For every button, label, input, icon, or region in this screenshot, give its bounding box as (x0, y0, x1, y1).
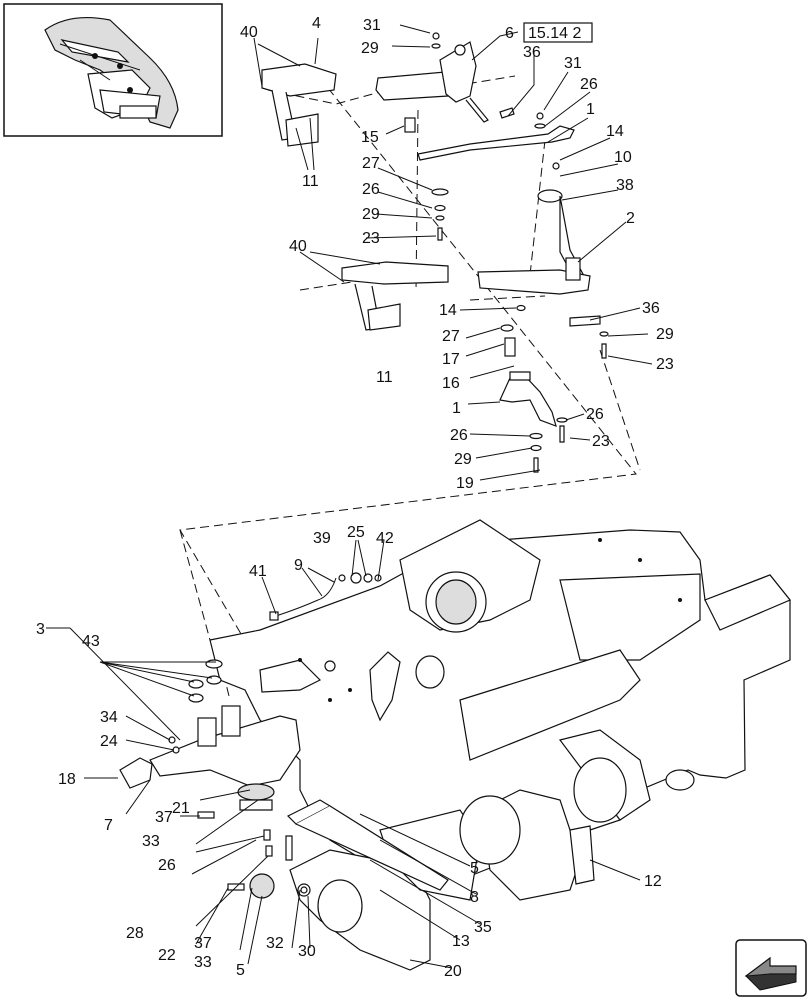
navigation-arrow-icon[interactable] (735, 939, 807, 997)
upper-weldment (261, 41, 489, 147)
callout-10: 10 (614, 149, 632, 166)
assembly-outline (179, 75, 641, 681)
callout-26: 26 (580, 76, 598, 93)
callout-23: 23 (592, 433, 610, 450)
callout-6: 6 (505, 25, 514, 42)
callout-19: 19 (456, 475, 474, 492)
callout-20: 20 (444, 963, 462, 980)
callout-33: 33 (194, 954, 212, 971)
callout-15: 15 (361, 129, 379, 146)
left-bracket (119, 659, 301, 789)
callout-1: 1 (586, 101, 595, 118)
callout-28: 28 (126, 925, 144, 942)
callout-22: 22 (158, 947, 176, 964)
callout-26: 26 (158, 857, 176, 874)
callout-30: 30 (298, 943, 316, 960)
callout-36: 36 (523, 44, 541, 61)
callout-5: 5 (236, 962, 245, 979)
callout-36: 36 (642, 300, 660, 317)
leader-lines (46, 24, 653, 969)
callout-26: 26 (586, 406, 604, 423)
callout-37: 37 (194, 935, 212, 952)
sprockets (197, 783, 449, 899)
callout-38: 38 (616, 177, 634, 194)
lower-bar (499, 371, 557, 427)
callout-39: 39 (313, 530, 331, 547)
callout-16: 16 (442, 375, 460, 392)
callout-23: 23 (656, 356, 674, 373)
callout-27: 27 (362, 155, 380, 172)
main-frame (209, 519, 791, 881)
callout-40: 40 (240, 24, 258, 41)
callout-29: 29 (454, 451, 472, 468)
callout-4: 4 (312, 15, 321, 32)
callout-1: 1 (452, 400, 461, 417)
callout-2: 2 (626, 210, 635, 227)
callout-11: 11 (302, 173, 319, 190)
callout-8: 8 (470, 889, 479, 906)
reference-box (523, 22, 593, 43)
callout-41: 41 (249, 563, 267, 580)
callout-26: 26 (362, 181, 380, 198)
callout-13: 13 (452, 933, 470, 950)
fasteners-upper (404, 32, 560, 241)
callout-12: 12 (644, 873, 662, 890)
callout-42: 42 (376, 530, 394, 547)
callout-29: 29 (361, 40, 379, 57)
reference-box-label: 15.14 2 (528, 25, 581, 42)
callout-32: 32 (266, 935, 284, 952)
callout-21: 21 (172, 800, 190, 817)
upper-bar (417, 125, 585, 279)
callout-17: 17 (442, 351, 460, 368)
callout-24: 24 (100, 733, 118, 750)
callout-11: 11 (376, 369, 393, 386)
callout-27: 27 (442, 328, 460, 345)
callout-29: 29 (656, 326, 674, 343)
callout-35: 35 (474, 919, 492, 936)
callout-43: 43 (82, 633, 100, 650)
callout-31: 31 (564, 55, 582, 72)
callout-26: 26 (450, 427, 468, 444)
housing (289, 757, 627, 971)
machine-location-thumbnail-icon (3, 3, 223, 137)
fasteners-middle (500, 304, 609, 473)
callout-23: 23 (362, 230, 380, 247)
callout-29: 29 (362, 206, 380, 223)
callout-25: 25 (347, 524, 365, 541)
callout-31: 31 (363, 17, 381, 34)
callout-3: 3 (36, 621, 45, 638)
callout-9: 9 (294, 557, 303, 574)
callout-labels: 31 29 6 36 31 26 1 14 10 38 2 4 40 15 27… (36, 15, 674, 980)
callout-14: 14 (439, 302, 457, 319)
cable (269, 572, 382, 621)
callout-34: 34 (100, 709, 118, 726)
callout-33: 33 (142, 833, 160, 850)
callout-7: 7 (104, 817, 113, 834)
callout-14: 14 (606, 123, 624, 140)
callout-40: 40 (289, 238, 307, 255)
callout-5: 5 (470, 860, 479, 877)
callout-37: 37 (155, 809, 173, 826)
callout-18: 18 (58, 771, 76, 788)
middle-weldment (341, 257, 601, 331)
